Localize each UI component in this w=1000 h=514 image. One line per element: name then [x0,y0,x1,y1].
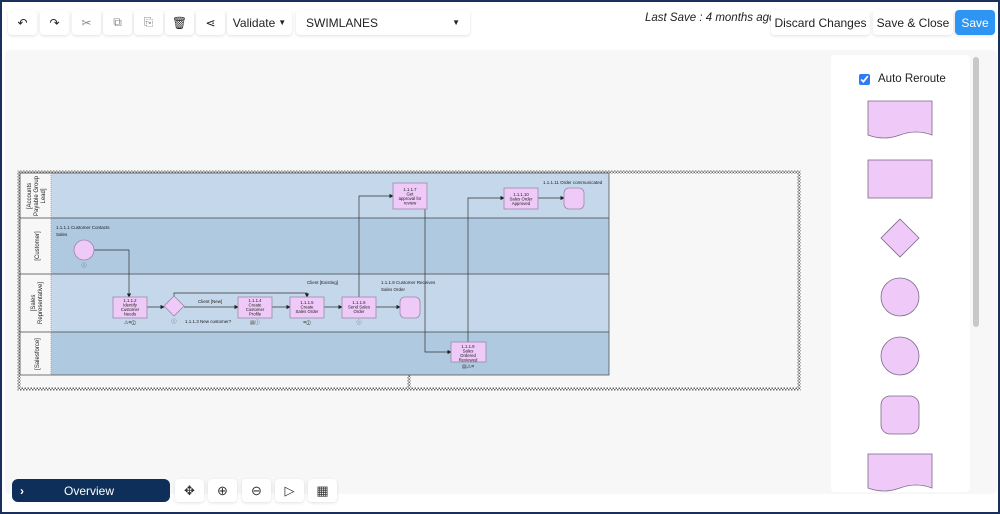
flow-label-new: Client [New] [198,299,222,304]
svg-text:[AccountsPayable GroupLead]: [AccountsPayable GroupLead] [27,175,47,216]
svg-text:[Salesforce]: [Salesforce] [35,338,41,370]
auto-reroute-label: Auto Reroute [878,73,946,85]
share-icon: ⋖ [205,15,216,30]
validate-label: Validate [232,15,276,30]
sequence-flows [94,193,565,355]
palette-scrollbar[interactable] [973,57,979,327]
undo-button[interactable]: ↶ [8,10,37,35]
gateway-label: 1.1.1.3 New customer? [185,319,232,324]
task-1-1-1-5[interactable] [289,296,325,319]
shape-palette: Auto Reroute [831,55,970,492]
auto-reroute-checkbox[interactable] [859,73,870,85]
zoom-in-button[interactable]: ⊕ [208,479,237,502]
svg-text:⌗ⓘ: ⌗ⓘ [303,320,311,326]
play-button[interactable]: ▷ [275,479,304,502]
bpmn-diagram[interactable]: [AccountsPayable GroupLead] [Customer] [… [2,2,832,402]
end-event-label: 1.1.1.11 Order communicated [543,180,603,185]
flow-label-existing: Client [Existing] [307,280,338,285]
auto-reroute-toggle[interactable]: Auto Reroute [859,73,946,85]
svg-text:ⓘ: ⓘ [356,319,361,326]
view-select[interactable]: SWIMLANES ▼ [296,10,470,35]
gateway[interactable] [163,295,185,317]
undo-icon: ↶ [17,15,28,30]
play-icon: ▷ [284,482,295,498]
validate-dropdown[interactable]: Validate▼ [227,10,292,35]
caret-down-icon: ▼ [452,18,460,27]
chevron-right-icon: › [20,483,24,498]
svg-text:ⓘ: ⓘ [171,318,176,325]
svg-text:[SalesRepresentative]: [SalesRepresentative] [31,282,44,324]
task-1-1-1-7[interactable] [392,182,428,210]
move-icon: ✥ [184,482,195,498]
view-select-value: SWIMLANES [306,15,379,30]
svg-text:⚠⌗ⓘ: ⚠⌗ⓘ [124,320,136,326]
svg-text:[Customer]: [Customer] [35,231,41,261]
discard-changes-button[interactable]: Discard Changes [771,10,870,35]
lane-customer [51,218,609,274]
scissors-icon: ✂ [81,15,92,30]
lane-labels: [AccountsPayable GroupLead] [Customer] [… [27,175,47,370]
copy-button[interactable]: ⧉ [103,10,132,35]
overview-label: Overview [63,483,114,498]
lane-salesforce [51,332,609,375]
pool [19,172,610,376]
task-1-1-1-6[interactable] [341,296,377,319]
end-event-1-1-1-11[interactable] [563,187,585,210]
zoom-out-button[interactable]: ⊖ [242,479,271,502]
paste-button[interactable]: ⎘ [134,10,163,35]
share-button[interactable]: ⋖ [196,10,225,35]
svg-text:ⓘ: ⓘ [81,262,86,269]
redo-button[interactable]: ↷ [40,10,69,35]
palette-end-event-shape[interactable] [880,336,920,376]
zoom-in-icon: ⊕ [217,482,228,498]
save-button[interactable]: Save [955,10,995,35]
task-1-1-1-2[interactable] [112,296,148,319]
zoom-out-icon: ⊖ [251,482,262,498]
palette-task-shape[interactable] [867,159,933,199]
grid-icon: ▦ [316,482,329,498]
last-save-text: Last Save : 4 months ago [645,12,776,24]
caret-down-icon: ▼ [278,18,287,27]
palette-start-event-shape[interactable] [880,277,920,317]
palette-multi-document-shape[interactable] [867,453,933,492]
svg-text:▤ⓘ: ▤ⓘ [250,319,260,326]
save-close-button[interactable]: Save & Close [873,10,953,35]
start-event[interactable] [73,239,95,261]
svg-text:▤⚠⌗: ▤⚠⌗ [462,364,474,370]
grid-toggle-button[interactable]: ▦ [308,479,337,502]
paste-icon: ⎘ [143,15,154,29]
palette-document-shape[interactable] [867,100,933,139]
delete-button[interactable]: 🗑 [165,10,194,35]
copy-icon: ⧉ [113,15,122,29]
pan-button[interactable]: ✥ [175,479,204,502]
task-1-1-1-4[interactable] [237,296,273,319]
task-1-1-1-9[interactable] [450,341,487,363]
cut-button[interactable]: ✂ [72,10,101,35]
trash-icon: 🗑 [171,15,188,30]
overview-toggle[interactable]: › Overview [12,479,170,502]
palette-rounded-shape[interactable] [880,395,920,435]
palette-gateway-shape[interactable] [880,218,920,258]
redo-icon: ↷ [49,15,60,30]
task-marker-icons: ⓘ ⚠⌗ⓘ ⓘ ▤ⓘ ⌗ⓘ ⓘ ▤⚠⌗ [81,262,474,370]
task-1-1-1-10[interactable] [503,187,539,210]
end-event-1-1-1-8[interactable] [399,296,421,319]
